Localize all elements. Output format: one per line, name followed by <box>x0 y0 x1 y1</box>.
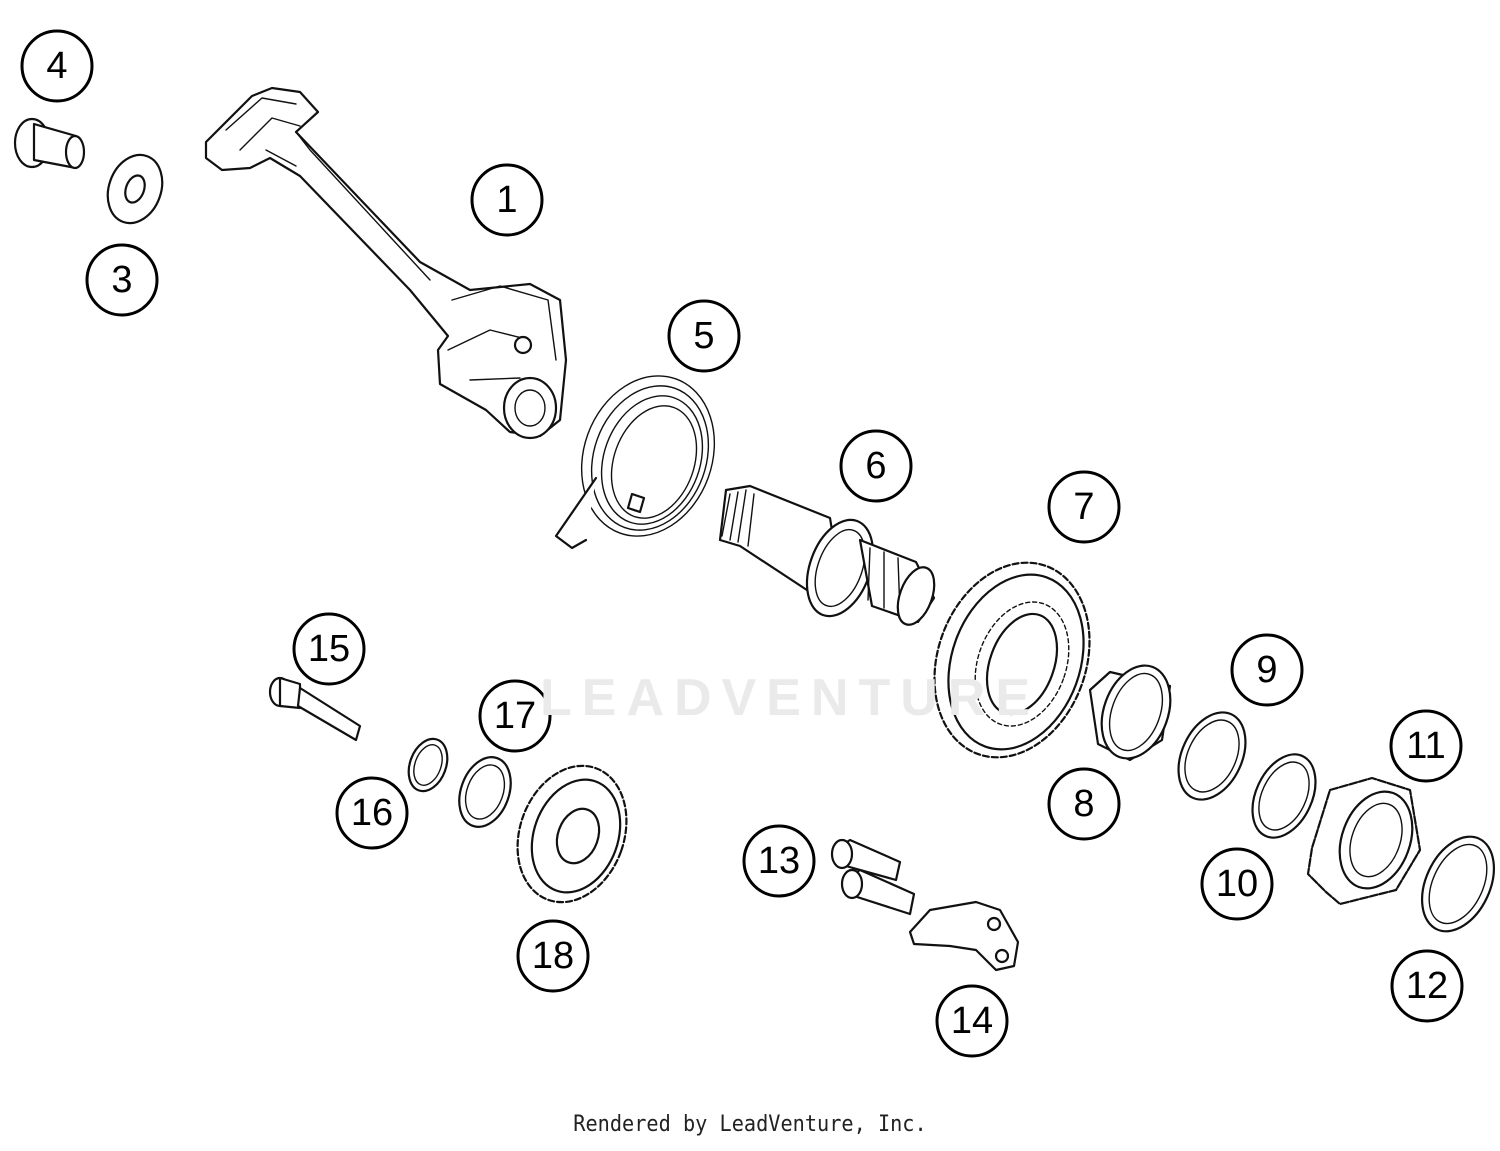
callout-15-label: 15 <box>308 628 350 670</box>
callout-9: 9 <box>1230 633 1304 707</box>
callout-6-circle <box>839 429 913 503</box>
part-8-bushing <box>1088 664 1172 762</box>
part-3-washer <box>106 153 164 225</box>
callout-12-label: 12 <box>1406 965 1448 1007</box>
callout-17: 17 <box>478 679 552 753</box>
callout-8-label: 8 <box>1073 783 1094 825</box>
part-14-guide-plate <box>908 900 1020 972</box>
callout-11-label: 11 <box>1406 725 1445 767</box>
callout-16-circle <box>335 776 409 850</box>
callout-6-label: 6 <box>865 445 886 487</box>
part-16-circlip <box>407 737 449 793</box>
callout-9-circle <box>1230 633 1304 707</box>
callout-3: 3 <box>85 243 159 317</box>
callout-4: 4 <box>20 29 94 103</box>
callout-13-label: 13 <box>758 840 800 882</box>
callout-3-label: 3 <box>111 259 132 301</box>
callout-9-label: 9 <box>1256 649 1277 691</box>
part-5-spring <box>554 375 716 550</box>
part-4-pin <box>13 117 86 170</box>
part-11-ratchet <box>1306 776 1422 906</box>
callout-15-circle <box>292 612 366 686</box>
callout-13-circle <box>742 824 816 898</box>
callout-4-label: 4 <box>46 45 67 87</box>
callout-3-circle <box>85 243 159 317</box>
callout-10: 10 <box>1200 847 1274 921</box>
callout-14-circle <box>935 984 1009 1058</box>
watermark: LEADVENTURE <box>540 669 1041 727</box>
callout-7: 7 <box>1047 470 1121 544</box>
callout-15: 15 <box>292 612 366 686</box>
callout-8-circle <box>1047 767 1121 841</box>
part-17-washer <box>458 756 512 828</box>
part-1-kickstart-lever <box>204 86 568 440</box>
part-18-intermediate-gear <box>516 764 628 904</box>
callout-8: 8 <box>1047 767 1121 841</box>
callout-17-circle <box>478 679 552 753</box>
part-9-washer <box>1177 711 1247 801</box>
callout-6: 6 <box>839 429 913 503</box>
part-12-washer <box>1421 835 1495 933</box>
callout-1: 1 <box>470 163 544 237</box>
part-10-circlip <box>1251 753 1317 839</box>
footer-credit: Rendered by LeadVenture, Inc. <box>573 1112 927 1137</box>
callout-5-circle <box>667 299 741 373</box>
callout-13: 13 <box>742 824 816 898</box>
callout-14: 14 <box>935 984 1009 1058</box>
callout-11: 11 <box>1389 709 1463 783</box>
callout-12: 12 <box>1390 949 1464 1023</box>
callout-10-circle <box>1200 847 1274 921</box>
part-13-screws <box>830 838 916 916</box>
callout-4-circle <box>20 29 94 103</box>
callout-16-label: 16 <box>351 792 393 834</box>
part-6-kickstart-shaft <box>718 484 936 626</box>
callout-16: 16 <box>335 776 409 850</box>
callout-17-label: 17 <box>494 695 536 737</box>
callout-14-label: 14 <box>951 1000 993 1042</box>
callout-1-label: 1 <box>496 179 517 221</box>
callout-18-label: 18 <box>532 935 574 977</box>
part-7-kickstart-gear <box>933 561 1091 759</box>
callout-18-circle <box>516 919 590 993</box>
part-15-bolt <box>268 676 362 742</box>
callout-5-label: 5 <box>693 315 714 357</box>
callout-12-circle <box>1390 949 1464 1023</box>
callout-11-circle <box>1389 709 1463 783</box>
callout-7-circle <box>1047 470 1121 544</box>
callout-7-label: 7 <box>1073 486 1094 528</box>
callout-1-circle <box>470 163 544 237</box>
callout-5: 5 <box>667 299 741 373</box>
callout-18: 18 <box>516 919 590 993</box>
callout-10-label: 10 <box>1216 863 1258 905</box>
